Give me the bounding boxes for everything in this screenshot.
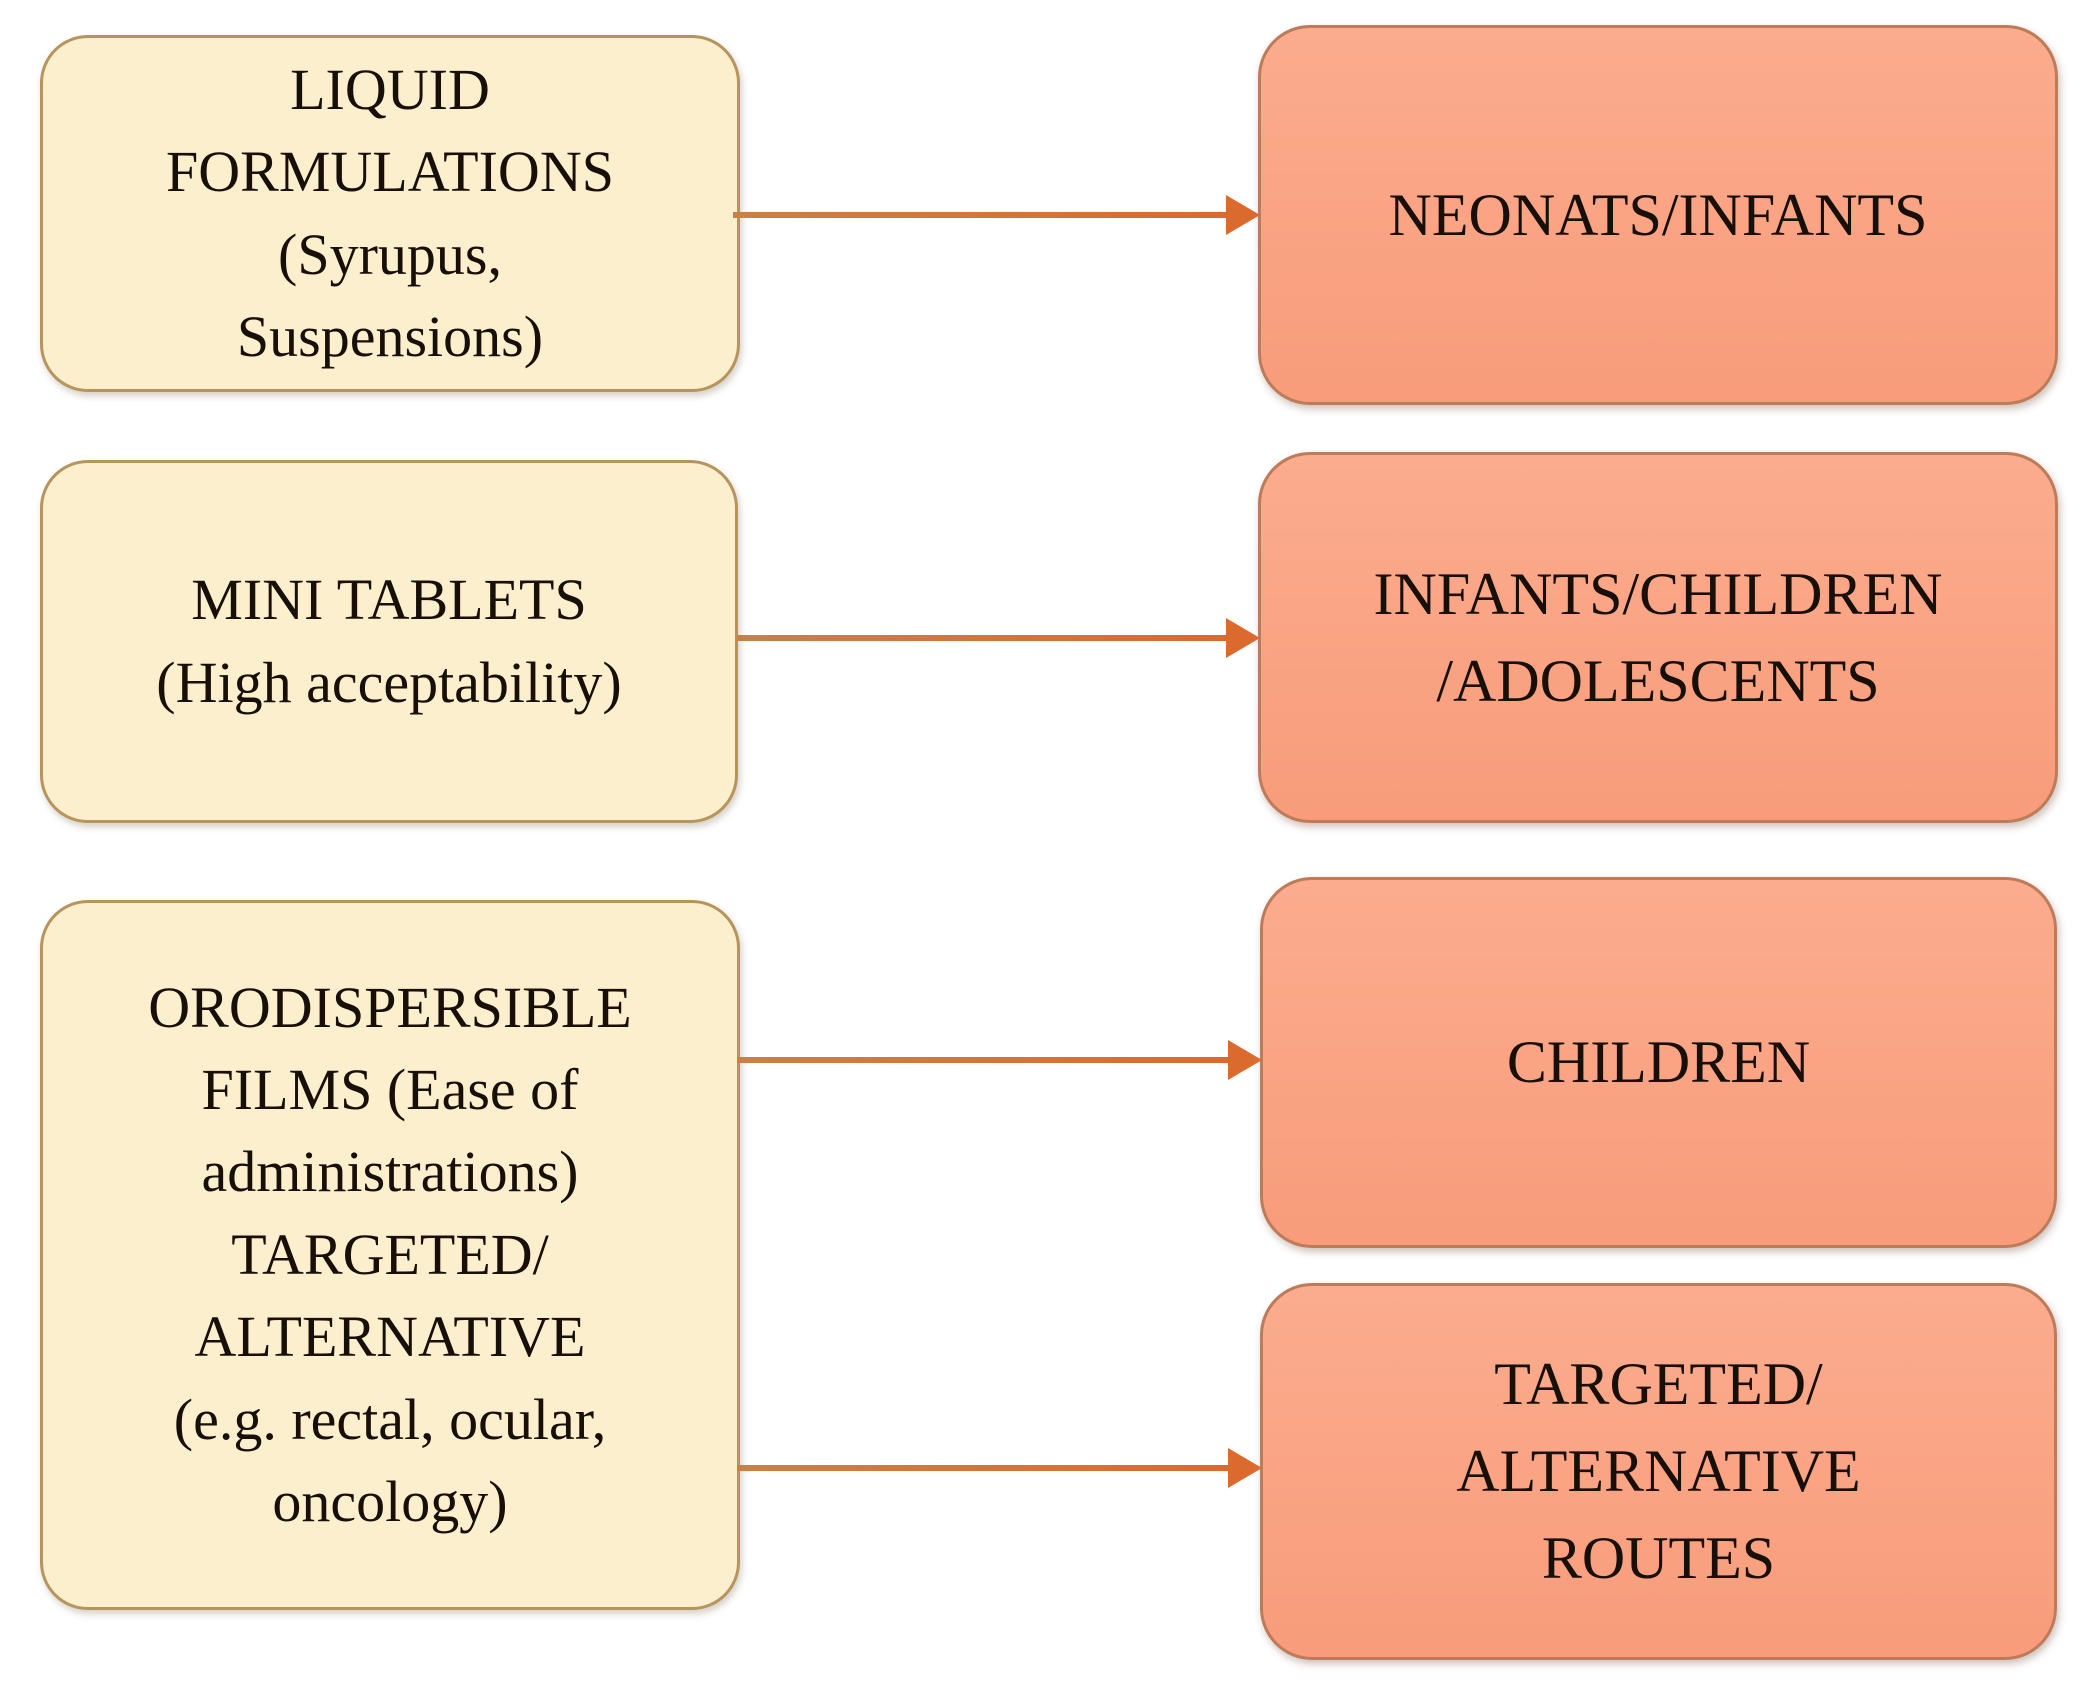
box-liquid-formulations-label: LIQUID FORMULATIONS (Syrupus, Suspension… <box>166 56 614 369</box>
arrow-head-icon <box>1226 195 1260 235</box>
arrow-shaft <box>737 1057 1230 1063</box>
arrow-oro-to-targeted-icon <box>737 1446 1262 1490</box>
arrow-mini-to-infants-icon <box>737 616 1260 660</box>
box-orodispersible-films: ORODISPERSIBLE FILMS (Ease of administra… <box>40 900 740 1610</box>
arrow-head-icon <box>1228 1448 1262 1488</box>
arrow-liquid-to-neonats-icon <box>733 193 1260 237</box>
box-liquid-formulations: LIQUID FORMULATIONS (Syrupus, Suspension… <box>40 35 740 392</box>
arrow-head-icon <box>1226 618 1260 658</box>
arrow-shaft <box>733 212 1228 218</box>
box-mini-tablets-label: MINI TABLETS (High acceptability) <box>156 567 622 715</box>
box-targeted-alternative-routes-label: TARGETED/ ALTERNATIVE ROUTES <box>1456 1351 1861 1591</box>
arrow-head-icon <box>1228 1040 1262 1080</box>
box-neonats-infants: NEONATS/INFANTS <box>1258 25 2058 405</box>
box-orodispersible-films-label: ORODISPERSIBLE FILMS (Ease of administra… <box>148 974 632 1534</box>
box-children-label: CHILDREN <box>1506 1029 1811 1095</box>
arrow-shaft <box>737 635 1228 641</box>
arrow-shaft <box>737 1465 1230 1471</box>
box-infants-children-adolescents-label: INFANTS/CHILDREN /ADOLESCENTS <box>1373 560 1943 714</box>
box-targeted-alternative-routes: TARGETED/ ALTERNATIVE ROUTES <box>1260 1283 2057 1660</box>
arrow-oro-to-children-icon <box>737 1038 1262 1082</box>
box-infants-children-adolescents: INFANTS/CHILDREN /ADOLESCENTS <box>1258 452 2058 823</box>
box-neonats-infants-label: NEONATS/INFANTS <box>1388 181 1928 248</box>
box-mini-tablets: MINI TABLETS (High acceptability) <box>40 460 738 823</box>
box-children: CHILDREN <box>1260 877 2057 1248</box>
